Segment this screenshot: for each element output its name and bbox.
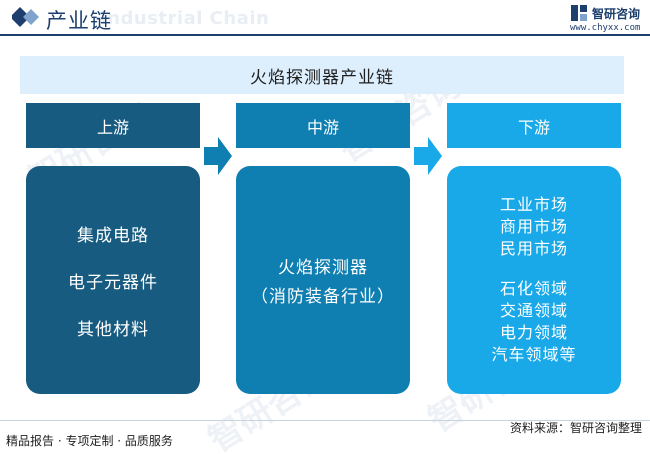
logo-text: 智研咨询 [592, 6, 641, 21]
upstream-item: 其他材料 [77, 319, 149, 340]
downstream-market: 商用市场 [499, 217, 568, 236]
brand-logo: 智研咨询 [570, 4, 640, 22]
downstream-field: 石化领域 [499, 279, 568, 298]
footer-divider [0, 420, 650, 421]
downstream-field: 电力领域 [499, 323, 568, 342]
diagram-banner: 火焰探测器产业链 [20, 56, 624, 94]
header-watermark: Industrial Chain [100, 8, 270, 29]
upstream-header: 上游 [26, 103, 200, 148]
logo-icon [571, 5, 587, 21]
upstream-label: 上游 [96, 117, 129, 137]
midstream-item: （消防装备行业） [251, 287, 395, 307]
footer-slogan: 精品报告 · 专项定制 · 品质服务 [6, 434, 173, 448]
midstream-item: 火焰探测器 [278, 258, 368, 278]
page-title: 产业链 [46, 9, 112, 33]
downstream-market: 民用市场 [499, 239, 568, 258]
header-divider [0, 34, 650, 36]
downstream-label: 下游 [517, 117, 550, 137]
upstream-item: 电子元器件 [68, 272, 158, 293]
page-header: Industrial Chain 产业链 智研咨询 www.chyxx.com [0, 0, 650, 34]
downstream-field: 汽车领域等 [491, 345, 577, 364]
diagram-title: 火焰探测器产业链 [250, 67, 394, 88]
downstream-box: 工业市场 商用市场 民用市场 石化领域 交通领域 电力领域 汽车领域等 [447, 166, 621, 394]
diamond-icon [12, 7, 39, 27]
downstream-market: 工业市场 [499, 195, 568, 214]
downstream-header: 下游 [447, 103, 621, 148]
midstream-header: 中游 [236, 103, 410, 148]
upstream-box: 集成电路 电子元器件 其他材料 [26, 166, 200, 394]
downstream-field: 交通领域 [499, 301, 568, 320]
arrow-right-icon [414, 137, 442, 175]
upstream-item: 集成电路 [77, 225, 149, 246]
arrow-right-icon [204, 137, 232, 175]
logo-url: www.chyxx.com [570, 23, 641, 33]
midstream-box: 火焰探测器 （消防装备行业） [236, 166, 410, 394]
midstream-label: 中游 [306, 117, 339, 137]
source-note: 资料来源：智研咨询整理 [509, 421, 642, 435]
